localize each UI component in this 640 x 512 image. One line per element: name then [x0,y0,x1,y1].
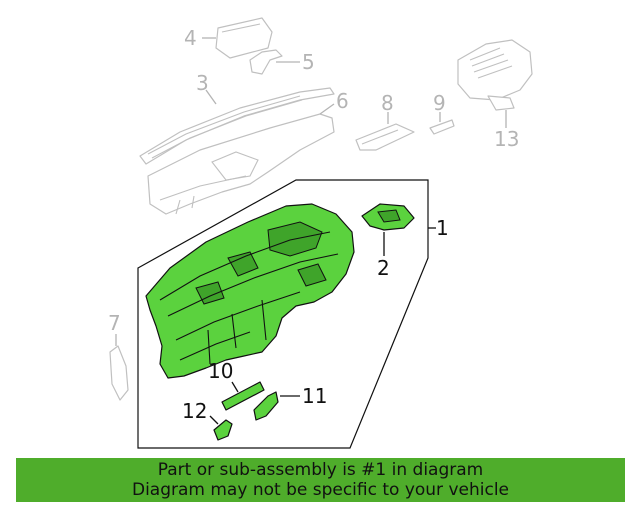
part-13-airbag-module [457,39,533,111]
part-3-defroster-grille [139,87,335,165]
part-8-bezel [355,123,415,151]
callout-6: 6 [336,89,349,113]
info-banner: Part or sub-assembly is #1 in diagram Di… [16,458,625,502]
banner-line-1: Part or sub-assembly is #1 in diagram [157,460,484,480]
part-1-instrument-panel[interactable] [145,203,355,379]
callout-11: 11 [302,384,327,408]
leader-lines [115,37,507,425]
callout-4: 4 [184,26,197,50]
callout-10: 10 [208,359,233,383]
callout-1: 1 [436,216,449,240]
callout-8: 8 [381,91,394,115]
callout-2: 2 [377,256,390,280]
callout-3: 3 [196,71,209,95]
part-2-bracket[interactable] [361,203,415,231]
callout-13: 13 [494,127,519,151]
callout-9: 9 [433,91,446,115]
part-4-cover [215,17,273,59]
part-9-trim [429,119,455,135]
banner-line-2: Diagram may not be specific to your vehi… [131,480,509,500]
part-6-upper-pad [147,113,335,215]
part-5-bracket [249,49,283,75]
callout-7: 7 [108,311,121,335]
assembly-frame [137,179,429,449]
callout-12: 12 [182,399,207,423]
parts-diagram: 4 5 3 6 8 9 13 7 1 2 10 11 12 [108,17,533,449]
part-12-clip[interactable] [213,419,233,441]
part-11-brace[interactable] [253,391,279,421]
part-10-trim-bar[interactable] [221,381,265,411]
part-7-end-cap [109,345,129,401]
callout-5: 5 [302,50,315,74]
